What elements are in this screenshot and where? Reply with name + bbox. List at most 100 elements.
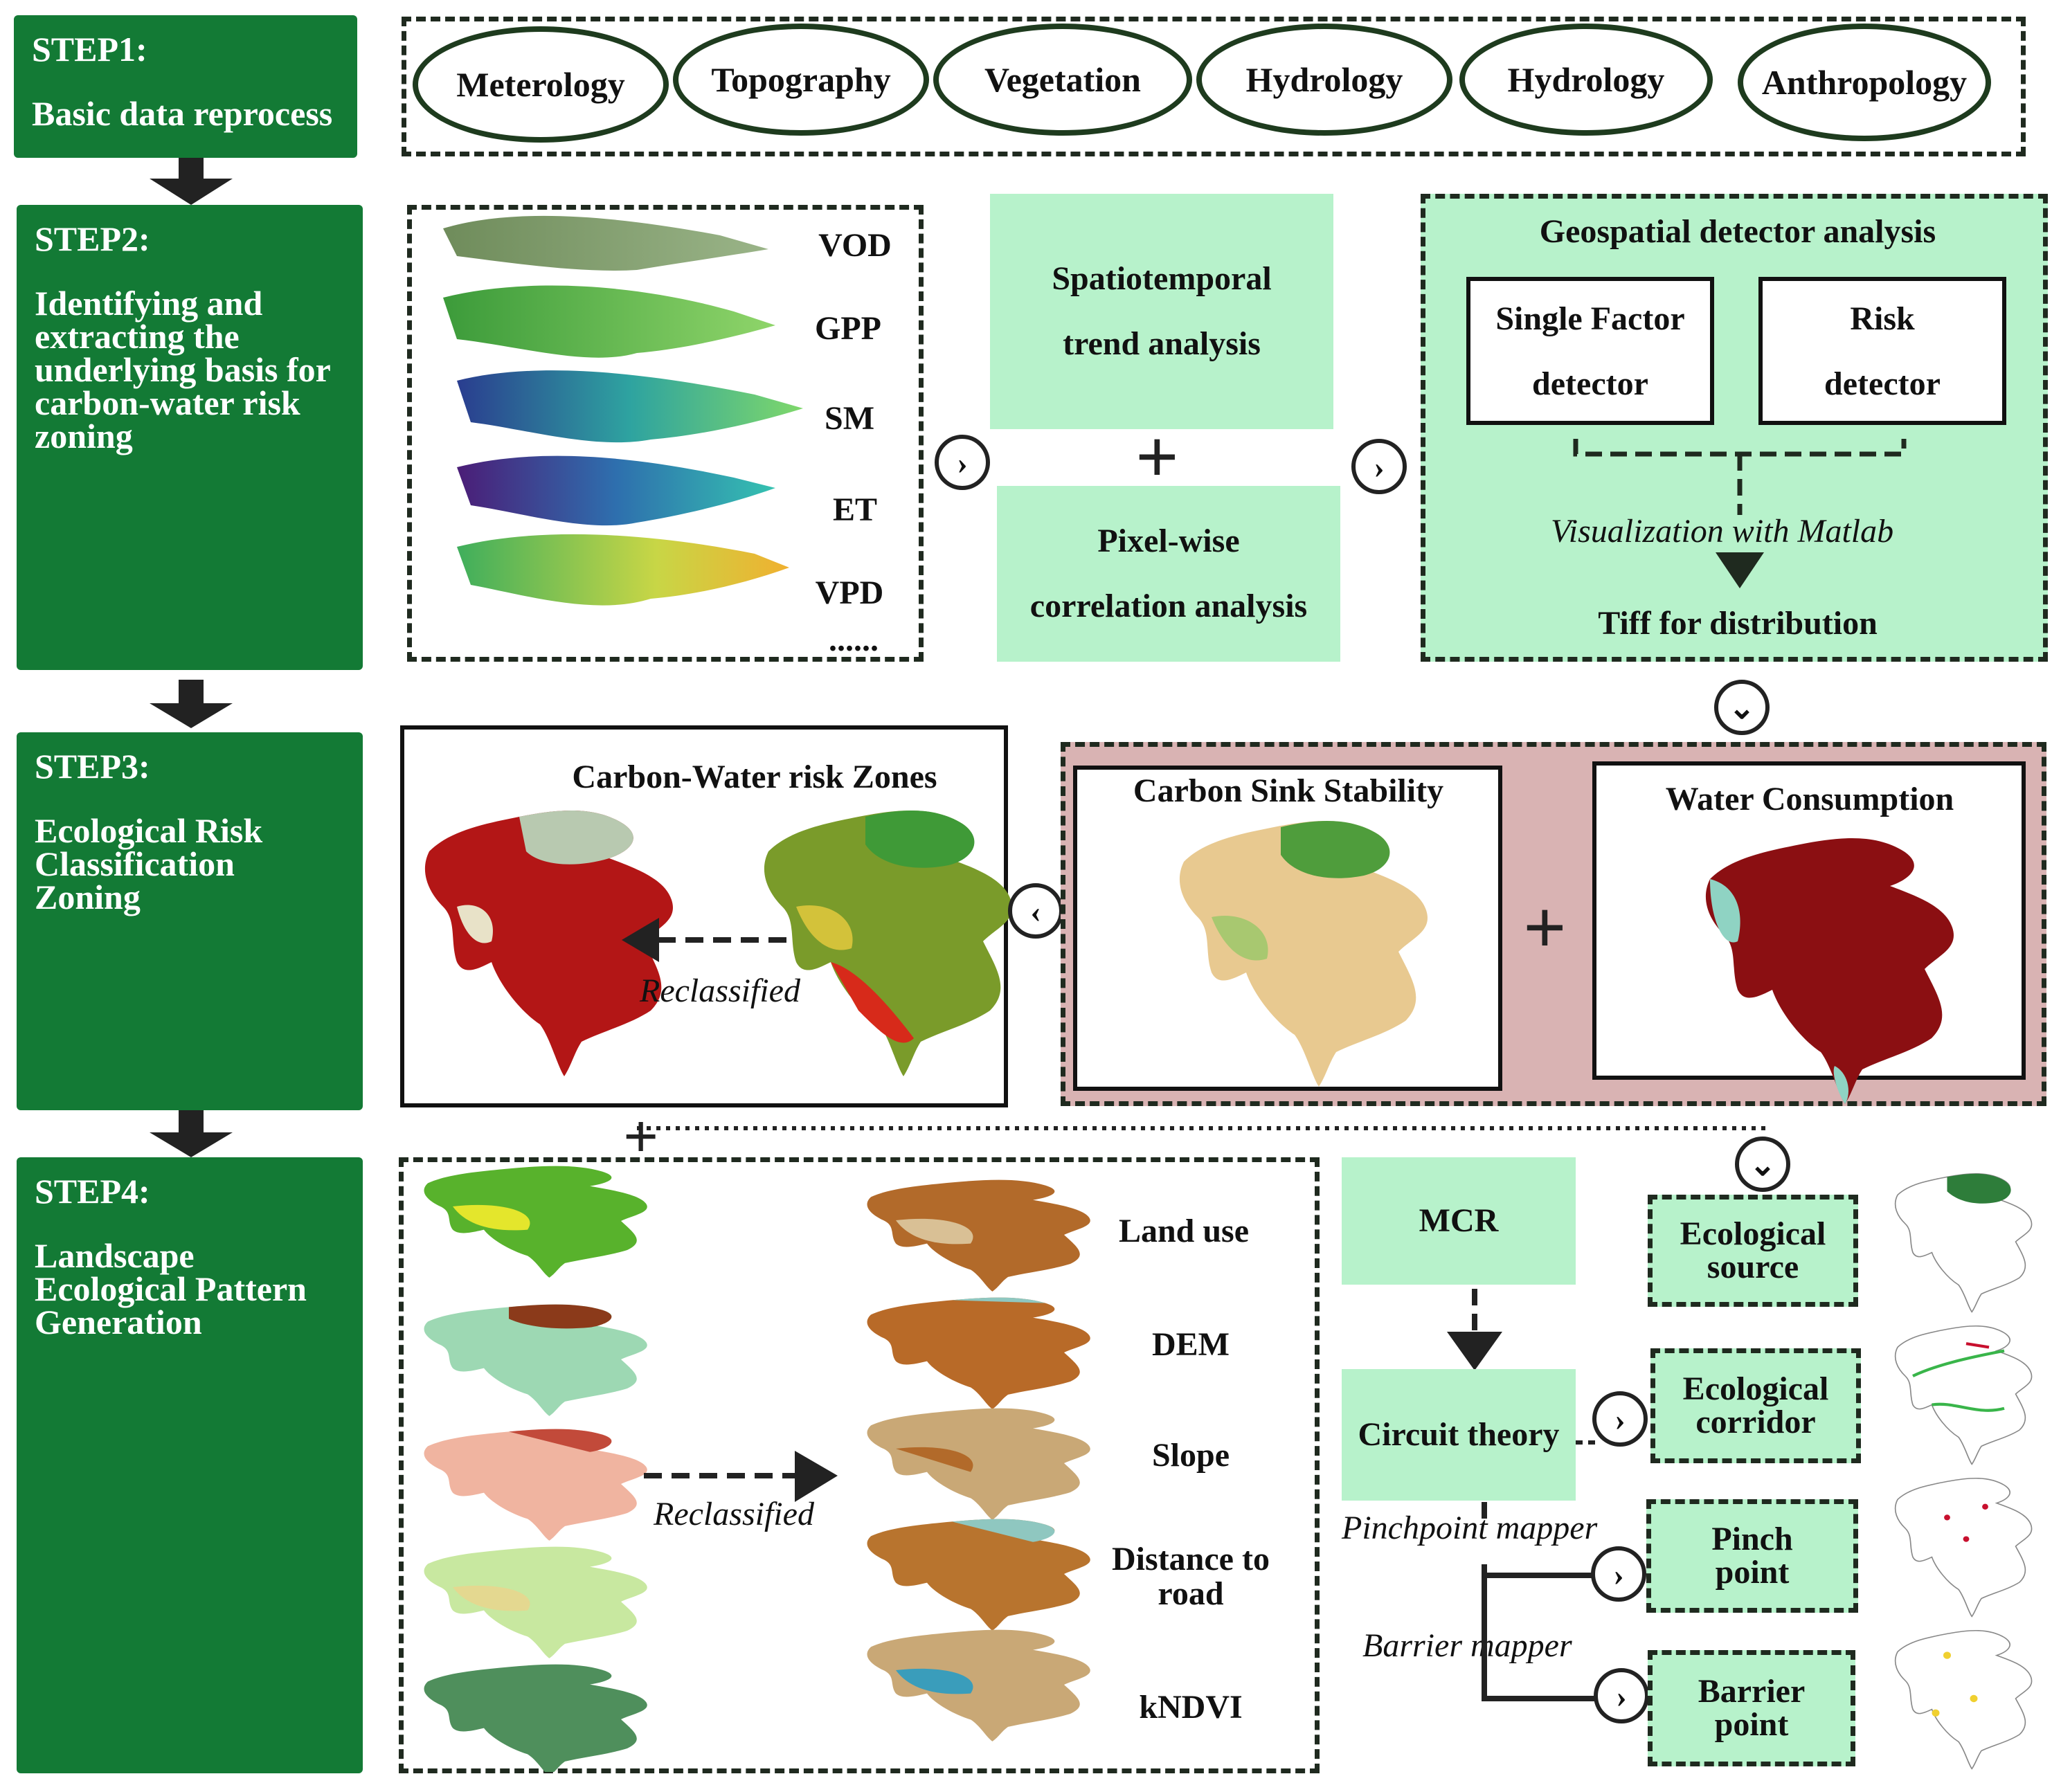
- step4-title: STEP4:: [35, 1172, 150, 1211]
- oval-hydrology-2: Hydrology: [1459, 24, 1713, 136]
- layer-map-gpp: [443, 285, 775, 358]
- layer-label-gpp: GPP: [815, 310, 881, 347]
- factor-map-dem-patch: [509, 1304, 612, 1329]
- chevron-right-icon: ›: [1592, 1391, 1648, 1447]
- thumb-pinch-dot-1: [1944, 1514, 1950, 1521]
- barrier-mapper-label: Barrier mapper: [1362, 1627, 1572, 1664]
- pinch-point-line2: point: [1715, 1554, 1790, 1591]
- pinchpoint-mapper-label: Pinchpoint mapper: [1342, 1510, 1598, 1546]
- thumb-pinch-dot-3: [1982, 1503, 1988, 1510]
- barrier-point-line1: Barrier: [1698, 1673, 1806, 1710]
- oval-hydrology-1: Hydrology: [1196, 24, 1452, 136]
- thumb-barrier-dot-1: [1943, 1651, 1951, 1659]
- layer-map-et: [457, 455, 775, 526]
- original-factor-maps: [424, 1166, 647, 1772]
- water-consumption-map: [1705, 838, 1954, 1104]
- circuit-branch-lines: [1482, 1440, 1610, 1701]
- risk-detector-box: Risk detector: [1758, 277, 2006, 425]
- reclass-map-kndvi-patch: [896, 1668, 973, 1694]
- single-factor-line2: detector: [1532, 365, 1648, 402]
- water-consumption-map-patch-2: [1833, 1066, 1848, 1104]
- step-arrows: [150, 158, 233, 1157]
- oval-meterology-label: Meterology: [456, 65, 625, 104]
- layer-label-vod: VOD: [818, 227, 892, 264]
- oval-anthropology: Anthropology: [1738, 24, 1991, 141]
- chevron-right-icon: ›: [1351, 439, 1407, 494]
- risk-detector-line1: Risk: [1850, 300, 1915, 337]
- spatiotemporal-box: Spatiotemporal trend analysis: [990, 194, 1333, 429]
- pixelwise-line1: Pixel-wise: [1097, 523, 1240, 559]
- plus-icon: +: [1135, 415, 1179, 499]
- thumb-barrier-dot-3: [1932, 1709, 1940, 1717]
- chevron-down-icon: ⌄: [1735, 1137, 1790, 1192]
- step3-desc: Ecological Risk Classification Zoning: [35, 811, 263, 916]
- circuit-branch-pinch: [1482, 1564, 1610, 1701]
- step-arrow-2-head: [150, 703, 233, 728]
- circuit-theory-label: Circuit theory: [1358, 1416, 1560, 1453]
- step3-step4-connector: +: [623, 1107, 1765, 1163]
- circuit-theory-box: Circuit theory: [1342, 1369, 1576, 1501]
- risk-zone-map-combined-north: [865, 810, 975, 868]
- risk-zone-map-combined-red: [831, 962, 914, 1043]
- carbon-sink-map: [1179, 820, 1428, 1087]
- layer-label-vpd: VPD: [815, 574, 884, 611]
- oval-anthropology-label: Anthropology: [1761, 63, 1968, 102]
- step3-title: STEP3:: [35, 747, 150, 786]
- visualization-label: Visualization with Matlab: [1551, 513, 1894, 550]
- oval-vegetation: Vegetation: [933, 24, 1192, 136]
- chevron-down-icon: ⌄: [1714, 680, 1770, 735]
- ecological-corridor-line1: Ecological: [1682, 1370, 1829, 1407]
- reclassified-arrow-step3-head: [622, 918, 659, 962]
- chevron-right-icon: ›: [1591, 1546, 1646, 1602]
- risk-zone-map-reclassified: [424, 810, 673, 1076]
- water-consumption-map-patch: [1710, 879, 1740, 943]
- oval-topography-label: Topography: [711, 60, 891, 99]
- step-arrow-1-head: [150, 179, 233, 205]
- step1-desc: Basic data reprocess: [32, 94, 333, 133]
- layer-stack-maps: [443, 215, 803, 606]
- geodetector-connectors: [1573, 439, 1907, 588]
- geodetector-panel: [1421, 194, 2048, 662]
- chevron-right-icon: ›: [935, 435, 990, 490]
- step-arrow-3-head: [150, 1132, 233, 1157]
- pinch-point-line1: Pinch: [1711, 1521, 1793, 1557]
- geodetector-arrow-head: [1716, 552, 1764, 588]
- output-thumbnail-maps: [1894, 1173, 2033, 1770]
- reclass-map-road-patch: [952, 1519, 1055, 1542]
- risk-detector-line2: detector: [1824, 365, 1941, 402]
- factor-label-kndvi: kNDVI: [1139, 1689, 1243, 1726]
- factor-map-landuse-patch: [453, 1204, 530, 1231]
- mcr-box: MCR: [1342, 1157, 1576, 1285]
- oval-hydrology-1-label: Hydrology: [1245, 60, 1403, 99]
- factor-label-road: Distance to road: [1112, 1541, 1270, 1612]
- reclassified-label-step3: Reclassified: [640, 972, 800, 1009]
- geodetector-title: Geospatial detector analysis: [1539, 213, 1936, 250]
- risk-zone-map-combined: [764, 810, 1012, 1076]
- step2-desc: Identifying and extracting the underlyin…: [35, 284, 330, 455]
- thumb-pinch-dot-2: [1963, 1536, 1970, 1542]
- pinch-point-box: Pinch point: [1646, 1499, 1858, 1613]
- ecological-source-box: Ecological source: [1648, 1195, 1858, 1307]
- chevron-left-icon: ‹: [1008, 883, 1063, 939]
- step-arrow-2-shaft: [179, 680, 204, 703]
- pixelwise-line2: correlation analysis: [1029, 588, 1308, 624]
- factor-label-slope: Slope: [1151, 1437, 1230, 1474]
- risk-zone-map-reclassified-north: [519, 810, 633, 865]
- step4-box: STEP4: Landscape Ecological Pattern Gene…: [17, 1157, 363, 1773]
- barrier-point-line2: point: [1714, 1706, 1789, 1743]
- carbon-sink-map-patch: [1212, 916, 1268, 961]
- layer-label-more: ......: [829, 622, 879, 658]
- reclassified-label-step4: Reclassified: [654, 1496, 814, 1532]
- factor-map-slope-patch: [509, 1429, 612, 1452]
- layer-label-et: ET: [832, 491, 878, 528]
- single-factor-box: Single Factor detector: [1466, 277, 1714, 425]
- factor-label-dem: DEM: [1152, 1326, 1230, 1363]
- reclass-map-landuse-patch: [896, 1218, 973, 1245]
- barrier-point-box: Barrier point: [1648, 1650, 1855, 1766]
- layer-stack-panel: [407, 205, 924, 662]
- thumb-barrier-dot-2: [1970, 1694, 1978, 1703]
- geodetector-connector-bracket: [1573, 439, 1907, 457]
- data-types-panel: [402, 17, 2026, 156]
- risk-zone-map-combined-yellow: [796, 905, 853, 950]
- step3-box: STEP3: Ecological Risk Classification Zo…: [17, 732, 363, 1110]
